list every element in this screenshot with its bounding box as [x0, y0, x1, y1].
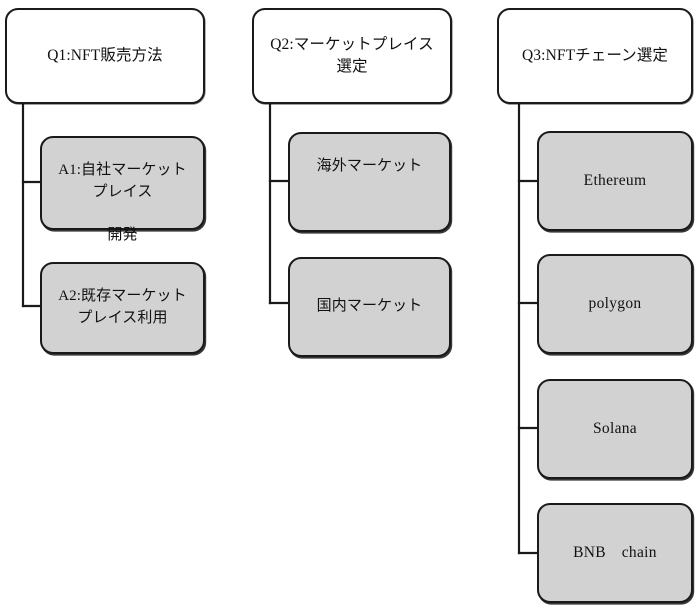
- answer-node-a1[interactable]: A1:自社マーケット プレイス 開発: [40, 136, 205, 243]
- answer-node-b1-label: 海外マーケット: [316, 158, 423, 174]
- answer-node-b2-label: 国内マーケット: [316, 298, 423, 315]
- answer-node-solana-label: Solana: [593, 419, 637, 437]
- question-node-q3-label: Q3:NFTチェーン選定: [522, 46, 668, 64]
- answer-node-ethereum-label: Ethereum: [583, 171, 647, 189]
- answer-node-polygon-label: polygon: [588, 294, 642, 312]
- question-node-q2-label: Q2:マーケットプレイス 選定: [270, 35, 434, 75]
- answer-node-bnb-chain-label: BNB chain: [573, 543, 657, 561]
- answer-node-a2[interactable]: A2:既存マーケット プレイス利用: [40, 262, 205, 354]
- question-node-q1[interactable]: Q1:NFT販売方法: [5, 8, 205, 104]
- question-node-q3[interactable]: Q3:NFTチェーン選定: [497, 8, 693, 104]
- answer-node-bnb-chain[interactable]: BNB chain: [537, 503, 693, 603]
- answer-node-solana[interactable]: Solana: [537, 379, 693, 479]
- answer-node-ethereum[interactable]: Ethereum: [537, 131, 693, 231]
- answer-node-b2[interactable]: 国内マーケット: [288, 257, 451, 357]
- answer-node-b1[interactable]: 海外マーケット: [288, 132, 451, 232]
- question-node-q2[interactable]: Q2:マーケットプレイス 選定: [252, 8, 452, 104]
- answer-node-a1-label: A1:自社マーケット プレイス 開発: [58, 162, 187, 244]
- question-node-q1-label: Q1:NFT販売方法: [47, 46, 163, 64]
- answer-node-a2-label: A2:既存マーケット プレイス利用: [58, 288, 187, 326]
- answer-node-polygon[interactable]: polygon: [537, 254, 693, 354]
